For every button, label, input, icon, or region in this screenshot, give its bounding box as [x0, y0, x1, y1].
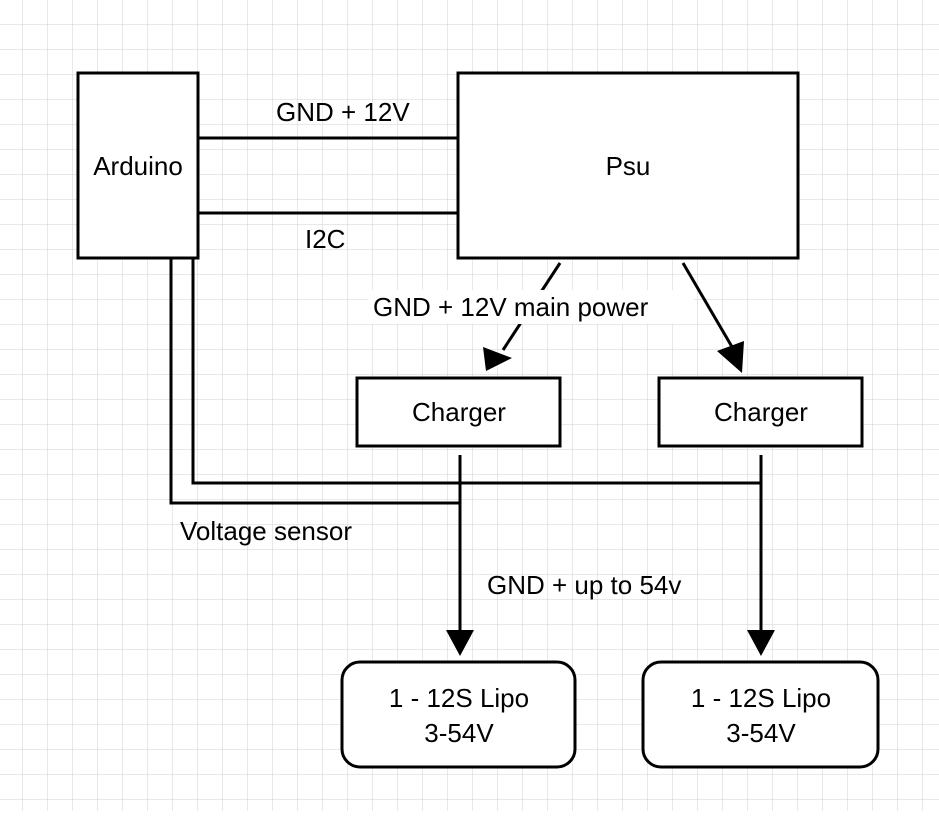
psu-label: Psu — [606, 151, 651, 181]
arrowhead-charger-right — [717, 341, 744, 373]
battery-left-box — [340, 660, 577, 769]
battery-right-label-line2: 3-54V — [726, 718, 796, 748]
battery-right-box — [641, 660, 880, 769]
charger-left-label: Charger — [412, 397, 506, 427]
main-power-edge-label: GND + 12V main power — [373, 292, 649, 322]
charger-right-label: Charger — [714, 397, 808, 427]
power-edge-label: GND + 12V — [276, 97, 410, 127]
psu-to-charger-right-line — [681, 262, 737, 353]
charger-left-box — [355, 376, 562, 448]
connections — [169, 136, 763, 635]
voltage-sensor-edge-label: Voltage sensor — [180, 516, 352, 546]
main-power-label-bg — [368, 290, 694, 324]
arrowheads — [446, 341, 775, 656]
battery-right-label-line1: 1 - 12S Lipo — [691, 683, 831, 713]
i2c-edge-label: I2C — [305, 224, 345, 254]
arduino-label: Arduino — [93, 151, 183, 181]
voltage-sensor-line-left — [169, 258, 460, 505]
arduino-box — [76, 71, 200, 260]
arrowhead-battery-right — [747, 630, 775, 656]
arrowhead-charger-left — [483, 347, 512, 371]
battery-left-label-line2: 3-54V — [424, 718, 494, 748]
psu-box — [456, 71, 800, 260]
arrowhead-battery-left — [446, 630, 474, 656]
charger-right-box — [657, 376, 864, 448]
voltage-sensor-line-right — [191, 258, 760, 485]
battery-left-label-line1: 1 - 12S Lipo — [389, 683, 529, 713]
battery-power-edge-label: GND + up to 54v — [487, 570, 681, 600]
